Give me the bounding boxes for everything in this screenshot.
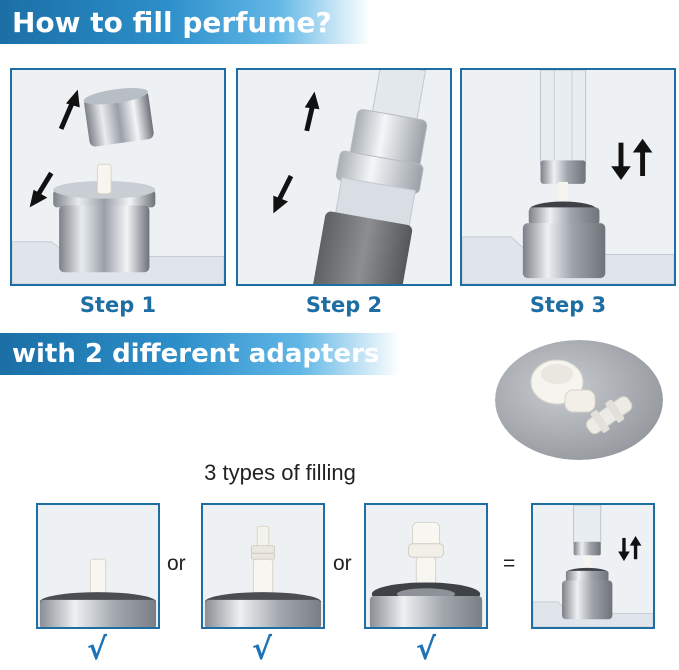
arrow-up-icon: [304, 91, 320, 132]
arrow-down-icon: [273, 174, 294, 214]
up-down-arrows-icon: [618, 536, 642, 562]
heading-how-to-fill: How to fill perfume?: [12, 5, 332, 39]
filling-type-1-illustration: [38, 505, 158, 627]
arrow-down-icon: [29, 171, 54, 208]
up-down-arrows-icon: [611, 138, 653, 180]
filling-result-image: [531, 503, 655, 629]
step-2-label: Step 2: [305, 293, 383, 317]
equals-sign: =: [503, 552, 516, 575]
filling-type-3-image: [364, 503, 488, 629]
step-2-illustration: [238, 70, 450, 284]
arrow-up-icon: [58, 89, 80, 130]
heading-banner-adapters: with 2 different adapters: [0, 333, 400, 375]
step-1-image: [10, 68, 226, 286]
adapters-photo: [495, 340, 663, 460]
step-3-image: [460, 68, 676, 286]
step-3-illustration: [462, 70, 674, 284]
filling-types-title: 3 types of filling: [204, 460, 356, 485]
filling-type-2-image: [201, 503, 325, 629]
step-1-illustration: [12, 70, 224, 284]
filling-result-illustration: [533, 505, 653, 627]
filling-type-2-illustration: [203, 505, 323, 627]
check-icon-2: √: [251, 632, 272, 667]
or-separator-2: or: [333, 552, 352, 575]
filling-type-1-image: [36, 503, 160, 629]
adapters-illustration: [495, 340, 663, 460]
or-separator-1: or: [167, 552, 186, 575]
check-icon-1: √: [86, 632, 107, 667]
check-icon-3: √: [415, 632, 436, 667]
filling-type-3-illustration: [366, 505, 486, 627]
step-3-label: Step 3: [529, 293, 607, 317]
heading-adapters: with 2 different adapters: [12, 339, 380, 369]
heading-banner-how-to-fill: How to fill perfume?: [0, 0, 370, 44]
step-2-image: [236, 68, 452, 286]
step-1-label: Step 1: [79, 293, 157, 317]
